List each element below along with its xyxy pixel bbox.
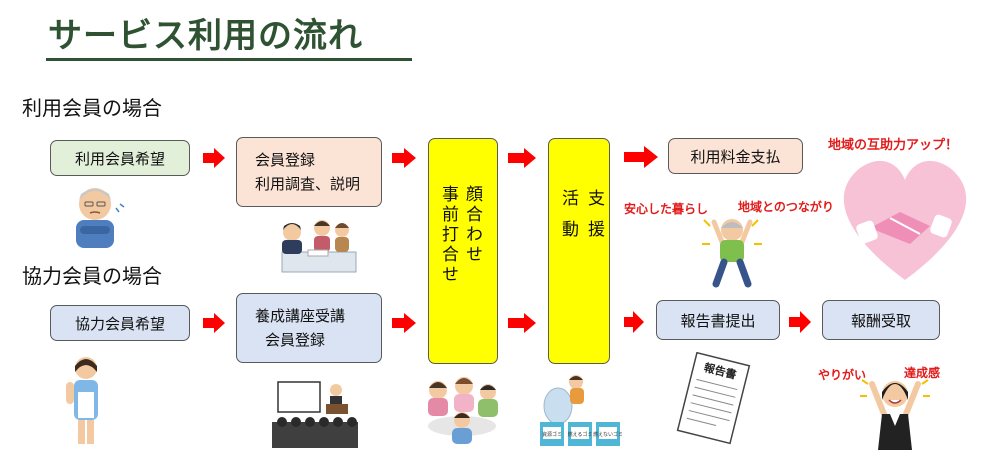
helper-registration-line-2: 会員登録 xyxy=(265,331,326,349)
arrow-right-icon xyxy=(203,313,225,333)
safety-caption: 安心した暮らし xyxy=(624,202,709,216)
bin-label-3: 燃えないゴミ xyxy=(593,431,623,438)
meeting-line-1: 顔合わせ xyxy=(462,185,482,265)
joyful-woman-icon xyxy=(860,379,930,450)
support-line-1: 支援 xyxy=(584,189,604,251)
section-user-label: 利用会員の場合 xyxy=(22,96,162,120)
garbage-sorting-icon: 資源ゴミ 燃えるゴミ 燃えないゴミ xyxy=(540,375,623,446)
arrow-right-icon xyxy=(392,313,416,333)
meeting-group-icon xyxy=(428,377,498,444)
helper-staff-icon xyxy=(66,357,98,444)
arrow-right-icon xyxy=(508,313,536,333)
user-wish-box: 利用会員希望 xyxy=(50,140,190,176)
reward-receive-box: 報酬受取 xyxy=(822,300,940,340)
helper-wish-box: 協力会員希望 xyxy=(50,305,190,341)
support-line-2: 活動 xyxy=(558,189,578,251)
connection-caption: 地域とのつながり xyxy=(738,200,834,214)
fee-payment-box: 利用料金支払 xyxy=(668,138,803,174)
helper-registration-line-1: 養成講座受講 xyxy=(255,307,346,325)
section-helper-label: 協力会員の場合 xyxy=(22,264,162,288)
report-submit-box: 報告書提出 xyxy=(656,300,780,340)
community-caption: 地域の互助力アップ！ xyxy=(828,138,959,153)
heart-handshake-icon xyxy=(843,160,967,280)
helper-registration-box: 養成講座受講 会員登録 xyxy=(236,293,382,363)
meeting-box: 顔合わせ 事前打合せ xyxy=(428,138,498,364)
consultation-icon xyxy=(281,220,357,273)
worth-caption: やりがい xyxy=(818,368,867,382)
bin-label-2: 燃えるゴミ xyxy=(568,431,593,438)
arrow-right-icon xyxy=(508,148,536,168)
user-registration-line-2: 利用調査、説明 xyxy=(255,175,361,193)
arrow-right-icon xyxy=(624,146,658,168)
arrow-right-icon xyxy=(203,148,225,168)
arrow-right-icon xyxy=(789,311,811,333)
lecture-icon xyxy=(272,381,358,448)
user-registration-box: 会員登録 利用調査、説明 xyxy=(236,137,382,207)
happy-elderly-icon xyxy=(702,219,762,288)
elderly-person-icon xyxy=(76,188,125,248)
arrow-right-icon xyxy=(392,148,416,168)
arrow-right-icon xyxy=(624,311,644,333)
page-title: サービス利用の流れ xyxy=(48,16,363,56)
support-activity-box: 支援 活動 xyxy=(548,138,610,364)
meeting-line-2: 事前打合せ xyxy=(438,185,458,285)
user-registration-line-1: 会員登録 xyxy=(255,151,316,169)
report-document-icon: 報告書 xyxy=(676,352,751,445)
bin-label-1: 資源ゴミ xyxy=(542,431,562,438)
title-underline xyxy=(46,58,412,61)
achievement-caption: 達成感 xyxy=(904,366,941,380)
